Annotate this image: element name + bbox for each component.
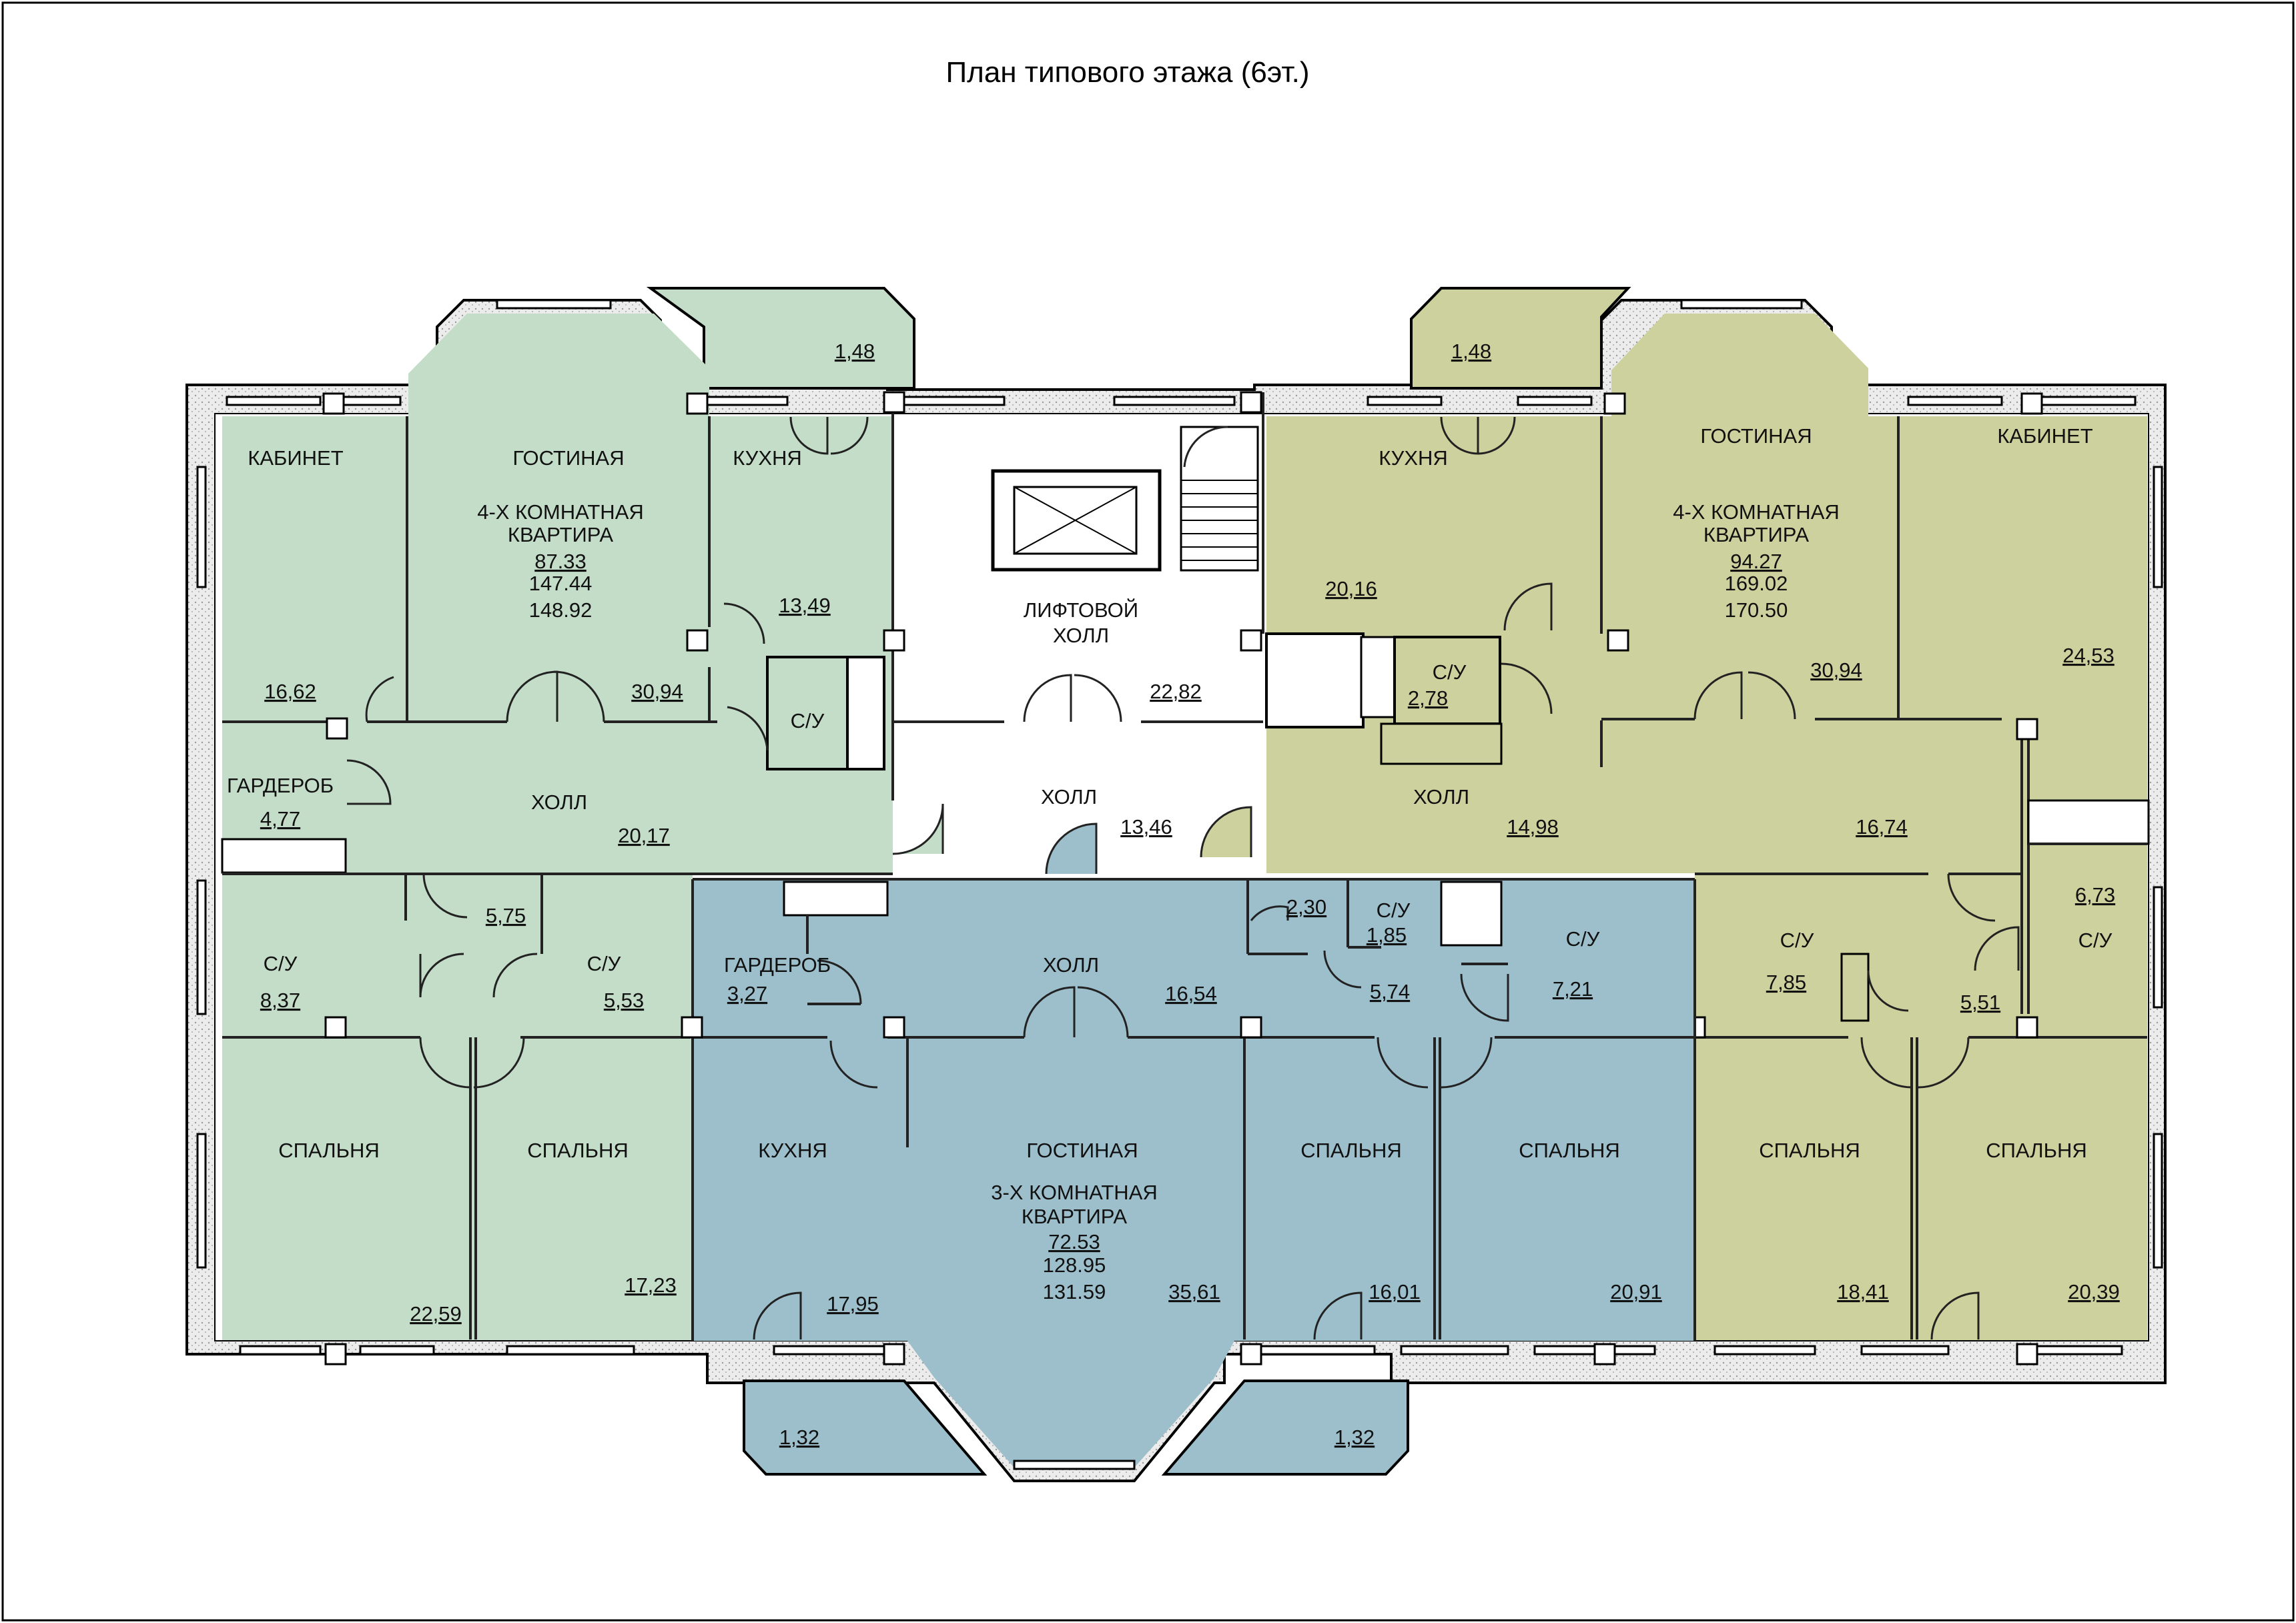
bt-bed2-area: 20,91	[1610, 1280, 1662, 1303]
bt-apt-area-living: 72.53	[1048, 1230, 1100, 1253]
lk-balcony-area: 1,48	[835, 340, 875, 363]
bt-bed2-label: СПАЛЬНЯ	[1519, 1139, 1620, 1162]
lk-apt-area-living: 87.33	[534, 550, 587, 573]
common-core	[883, 391, 1266, 875]
labels-left: КАБИНЕТ 16,62 ГОСТИНАЯ 4-Х КОМНАТНАЯ КВА…	[227, 340, 875, 1325]
bt-wc-area: 7,21	[1553, 977, 1593, 1001]
rk-apt-area-total: 169.02	[1725, 572, 1788, 595]
bt-wc-label: С/У	[1566, 927, 1600, 951]
lift-hall-label-2: ХОЛЛ	[1053, 624, 1109, 647]
rk-wc2-area: 6,73	[2075, 883, 2115, 907]
bt-living-area: 35,61	[1168, 1280, 1220, 1303]
apartment-bottom	[681, 878, 1696, 1476]
rk-bed2-area: 20,39	[2068, 1280, 2120, 1303]
lk-cabinet-label: КАБИНЕТ	[248, 446, 343, 470]
rk-kitchen-area: 20,16	[1325, 577, 1377, 600]
lk-kitchen-label: КУХНЯ	[733, 446, 802, 470]
bt-hall-label: ХОЛЛ	[1043, 953, 1099, 977]
lk-bed1-label: СПАЛЬНЯ	[278, 1139, 380, 1162]
bt-apt-line2: КВАРТИРА	[1022, 1205, 1127, 1228]
lk-wardrobe-label: ГАРДЕРОБ	[227, 774, 334, 797]
rk-hall-area: 14,98	[1507, 815, 1559, 839]
lk-bed2-area: 17,23	[625, 1273, 677, 1297]
lk-bed1-area: 22,59	[410, 1302, 462, 1325]
lk-wc1-area: 8,37	[260, 989, 300, 1012]
lift-hall-label-1: ЛИФТОВОЙ	[1024, 598, 1138, 622]
rk-wc-top-label: С/У	[1433, 660, 1467, 684]
rk-cabinet-area: 24,53	[2062, 644, 2115, 667]
rk-bed2-label: СПАЛЬНЯ	[1986, 1139, 2087, 1162]
lk-living-label: ГОСТИНАЯ	[512, 446, 624, 470]
rk-corr-area: 5,51	[1960, 991, 2000, 1014]
bt-small-area: 2,30	[1286, 895, 1326, 919]
labels-right: КУХНЯ 20,16 1,48 ГОСТИНАЯ 4-Х КОМНАТНАЯ …	[1325, 340, 2120, 1303]
lk-apt-area-total: 147.44	[529, 572, 593, 595]
rk-cabinet-label: КАБИНЕТ	[1997, 424, 2092, 448]
balcony-right-top	[1410, 287, 1631, 390]
bt-wardrobe-area: 3,27	[727, 982, 767, 1005]
lk-wc1-label: С/У	[264, 952, 298, 975]
rk-wc2-label: С/У	[2078, 929, 2113, 952]
bt-apt-area-gross: 131.59	[1043, 1280, 1106, 1303]
balcony-bottom-right	[1161, 1380, 1409, 1476]
apartment-left	[196, 287, 915, 1366]
rk-apt-line2: КВАРТИРА	[1703, 523, 1809, 546]
lk-kitchen-area: 13,49	[779, 594, 831, 617]
rk-wc-top-area: 2,78	[1408, 686, 1448, 710]
common-hall-area: 13,46	[1120, 815, 1172, 839]
bt-corr-area: 5,74	[1370, 980, 1410, 1003]
lk-apt-area-gross: 148.92	[529, 598, 593, 622]
bt-kitchen-area: 17,95	[827, 1292, 879, 1315]
bt-wardrobe-label: ГАРДЕРОБ	[724, 953, 831, 977]
bt-apt-line1: 3-Х КОМНАТНАЯ	[991, 1181, 1158, 1204]
rk-hall2-area: 16,74	[1856, 815, 1908, 839]
bt-wc-small-label: С/У	[1377, 899, 1411, 922]
lk-bed2-label: СПАЛЬНЯ	[527, 1139, 629, 1162]
lk-hall-label: ХОЛЛ	[531, 790, 587, 814]
rk-apt-line1: 4-Х КОМНАТНАЯ	[1673, 500, 1840, 524]
lk-wc2-area: 5,53	[604, 989, 644, 1012]
rk-apt-area-gross: 170.50	[1725, 598, 1788, 622]
bt-balcony-left-area: 1,32	[779, 1426, 819, 1449]
labels-core: ЛИФТОВОЙ ХОЛЛ 22,82 ХОЛЛ 13,46	[1024, 598, 1202, 839]
bt-bed1-label: СПАЛЬНЯ	[1300, 1139, 1402, 1162]
rk-kitchen-label: КУХНЯ	[1379, 446, 1448, 470]
labels-bottom: ГАРДЕРОБ 3,27 ХОЛЛ 16,54 2,30 С/У 1,85 С…	[724, 895, 1662, 1449]
apartment-right	[1265, 287, 2163, 1366]
rk-living-label: ГОСТИНАЯ	[1700, 424, 1812, 448]
lk-apt-line1: 4-Х КОМНАТНАЯ	[477, 500, 644, 524]
common-hall-label: ХОЛЛ	[1041, 785, 1097, 808]
rk-bed1-area: 18,41	[1837, 1280, 1889, 1303]
rk-wc1-area: 7,85	[1766, 971, 1806, 994]
lift-hall-area: 22,82	[1150, 680, 1202, 703]
balcony-left-top	[646, 287, 915, 390]
lk-apt-line2: КВАРТИРА	[508, 523, 613, 546]
lk-wc2-label: С/У	[587, 952, 621, 975]
lk-corridor-area: 5,75	[486, 904, 526, 927]
balcony-bottom-left	[743, 1380, 988, 1476]
bt-apt-area-total: 128.95	[1043, 1253, 1106, 1277]
bt-kitchen-label: КУХНЯ	[758, 1139, 827, 1162]
lk-cabinet-area: 16,62	[264, 680, 316, 703]
lk-wc-label: С/У	[791, 709, 825, 732]
rk-living-area: 30,94	[1810, 658, 1862, 682]
rk-bed1-label: СПАЛЬНЯ	[1759, 1139, 1860, 1162]
rk-hall-label: ХОЛЛ	[1413, 785, 1469, 808]
lk-hall-area: 20,17	[618, 824, 670, 847]
lk-living-area: 30,94	[631, 680, 683, 703]
rk-balcony-area: 1,48	[1451, 340, 1491, 363]
lk-wardrobe-area: 4,77	[260, 807, 300, 831]
bt-hall-area: 16,54	[1165, 982, 1217, 1005]
plan-title: План типового этажа (6эт.)	[946, 56, 1310, 89]
bt-wc-small-area: 1,85	[1367, 923, 1407, 947]
bt-living-label: ГОСТИНАЯ	[1026, 1139, 1138, 1162]
bt-bed1-area: 16,01	[1369, 1280, 1421, 1303]
rk-wc1-label: С/У	[1780, 929, 1814, 952]
bt-balcony-right-area: 1,32	[1334, 1426, 1375, 1449]
rk-apt-area-living: 94.27	[1730, 550, 1782, 573]
